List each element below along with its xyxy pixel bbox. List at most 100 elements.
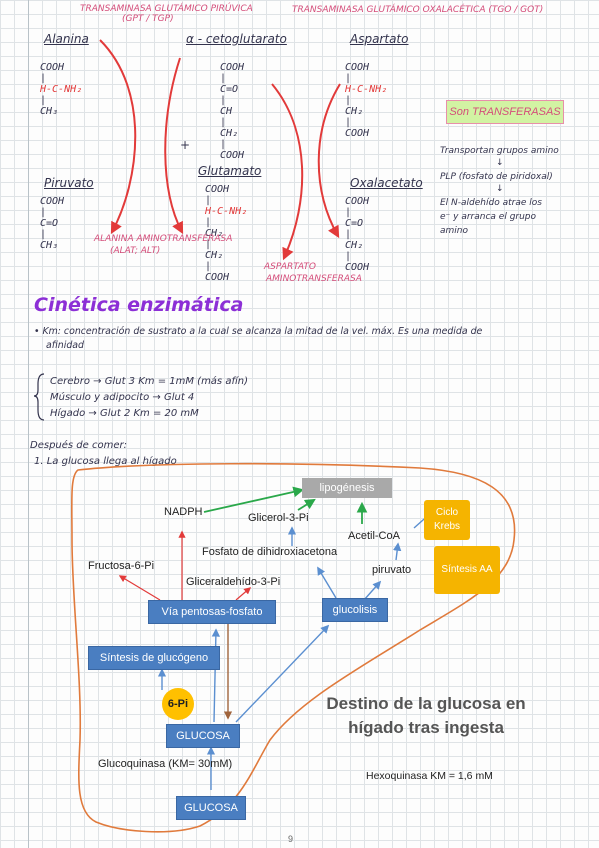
diagram-title-line-1: Destino de la glucosa en xyxy=(326,694,526,713)
structure-line: CH₂ xyxy=(345,106,364,117)
alanina-title: Alanina xyxy=(44,32,89,46)
structure-line: CH₂ xyxy=(220,128,239,139)
plus-sign: + xyxy=(180,138,191,152)
structure-line: | xyxy=(345,229,352,240)
oxalacetato-title: Oxalacetato xyxy=(350,176,423,190)
structure-line: | xyxy=(220,139,227,150)
gpt-abbrev: (GPT / TGP) xyxy=(122,14,174,24)
arrow-piruvato-to-acetilcoa xyxy=(392,542,402,561)
transferasas-box: Son TRANSFERASAS xyxy=(446,100,564,124)
step-1: 1. La glucosa llega al hígado xyxy=(34,456,177,467)
piruvato-title: Piruvato xyxy=(44,176,94,190)
arrow-glucosa-to-pentosas xyxy=(211,628,221,723)
structure-line: COOH xyxy=(205,272,230,283)
structure-line: H-C-NH₂ xyxy=(40,84,83,95)
structure-line: COOH xyxy=(220,150,245,161)
glucolisis-box: glucolisis xyxy=(322,598,388,622)
structure-line: CH₂ xyxy=(205,228,224,239)
alfa-ceto-title: α - cetoglutarato xyxy=(186,32,287,46)
structure-line: C=O xyxy=(220,84,239,95)
structure-line: COOH xyxy=(345,128,370,139)
aspartato-structure: COOH |H-C-NH₂ | CH₂ |COOH xyxy=(345,62,387,139)
oxalacetato-structure: COOH |C=O | CH₂ |COOH xyxy=(345,196,369,273)
structure-line: | xyxy=(40,207,47,218)
structure-line: COOH xyxy=(345,196,370,207)
arrow-to-gliceraldehido xyxy=(235,587,252,601)
arrow-glicerol-to-lipogenesis xyxy=(297,498,316,511)
six-pi-circle: 6-Pi xyxy=(162,688,194,720)
liver-outline xyxy=(70,462,516,833)
page-number: 9 xyxy=(288,834,294,844)
gpt-header: TRANSAMINASA GLUTÁMICO PIRÚVICA xyxy=(80,4,253,14)
glutamato-title: Glutamato xyxy=(198,164,262,178)
structure-line: C=O xyxy=(345,218,364,229)
note-3: El N-aldehído atrae los xyxy=(440,198,542,208)
arrow-glucolisis-to-dhap xyxy=(317,566,337,599)
glut-brace xyxy=(33,373,45,421)
arrow-nadph-to-lipogenesis xyxy=(203,486,305,513)
via-pentosas-box: Vía pentosas-fosfato xyxy=(148,600,276,624)
structure-line: COOH xyxy=(40,62,65,73)
aspartato-title: Aspartato xyxy=(350,32,409,46)
note-1: Transportan grupos amino xyxy=(440,146,559,156)
diagram-title-line-2: hígado tras ingesta xyxy=(348,718,504,737)
glut-row-2: Músculo y adipocito → Glut 4 xyxy=(50,392,195,403)
asat-label-1: ASPARTATO xyxy=(264,262,317,272)
structure-line: | xyxy=(345,251,352,262)
structure-line: | xyxy=(40,229,47,240)
sintesis-aa-box: Síntesis AA xyxy=(434,546,500,594)
alanina-structure: COOH |H-C-NH₂ | CH₃ xyxy=(40,62,82,117)
km-line-1: • Km: concentración de sustrato a la cua… xyxy=(34,326,483,337)
structure-line: | xyxy=(205,195,212,206)
transamination-arrow-4 xyxy=(317,83,341,239)
transamination-arrow-1 xyxy=(99,39,137,235)
structure-line: CH xyxy=(220,106,233,117)
structure-line: H-C-NH₂ xyxy=(205,206,248,217)
structure-line: COOH xyxy=(345,262,370,273)
lipogenesis-box: lipogénesis xyxy=(302,478,392,498)
kinetics-title: Cinética enzimática xyxy=(34,294,244,316)
alat-label: ALANINA AMINOTRANSFERASA xyxy=(94,234,233,244)
glut-row-1: Cerebro → Glut 3 Km = 1mM (más afín) xyxy=(50,376,248,387)
structure-line: | xyxy=(205,239,212,250)
structure-line: C=O xyxy=(40,218,59,229)
sintesis-glucogeno-box: Síntesis de glucógeno xyxy=(88,646,220,670)
structure-line: | xyxy=(220,73,227,84)
got-header: TRANSAMINASA GLUTÁMICO OXALACÉTICA (TGO … xyxy=(292,5,544,15)
note-arrow-1: ↓ xyxy=(496,158,504,168)
note-arrow-2: ↓ xyxy=(496,184,504,194)
km-line-2: afinidad xyxy=(46,340,84,351)
acetilcoa-label: Acetil-CoA xyxy=(348,530,400,542)
structure-line: | xyxy=(205,217,212,228)
piruvato-structure: COOH |C=O | CH₃ xyxy=(40,196,64,251)
structure-line: COOH xyxy=(220,62,245,73)
arrow-glucosa-to-glucolisis xyxy=(235,624,330,723)
structure-line: COOH xyxy=(40,196,65,207)
note-4: e⁻ y arranca el grupo xyxy=(440,212,537,222)
gliceraldehido3p-label: Gliceraldehído-3-Pi xyxy=(186,576,281,588)
structure-line: CH₃ xyxy=(40,240,59,251)
arrow-to-fructosa xyxy=(118,575,161,601)
structure-line: | xyxy=(40,73,47,84)
hexoquinasa-label: Hexoquinasa KM = 1,6 mM xyxy=(366,770,493,782)
after-eating: Después de comer: xyxy=(30,440,127,451)
structure-line: COOH xyxy=(345,62,370,73)
asat-label-2: AMINOTRANSFERASA xyxy=(266,274,362,284)
fructosa6p-label: Fructosa-6-Pi xyxy=(88,560,155,572)
glutamato-structure: COOH |H-C-NH₂ | CH₂ | CH₂ |COOH xyxy=(205,184,247,283)
structure-line: H-C-NH₂ xyxy=(345,84,388,95)
structure-line: | xyxy=(220,95,227,106)
nadph-label: NADPH xyxy=(164,506,203,518)
transamination-arrow-2 xyxy=(164,57,184,235)
structure-line: CH₂ xyxy=(205,250,224,261)
structure-line: | xyxy=(345,207,352,218)
structure-line: CH₃ xyxy=(40,106,59,117)
glut-row-3: Hígado → Glut 2 Km = 20 mM xyxy=(50,408,199,419)
dhap-label: Fosfato de dihidroxiacetona xyxy=(202,546,338,558)
structure-line: | xyxy=(345,117,352,128)
glicerol3p-label: Glicerol-3-Pi xyxy=(248,512,309,524)
glucosa-outer-box: GLUCOSA xyxy=(176,796,246,820)
note-2: PLP (fosfato de piridoxal) xyxy=(440,172,553,182)
